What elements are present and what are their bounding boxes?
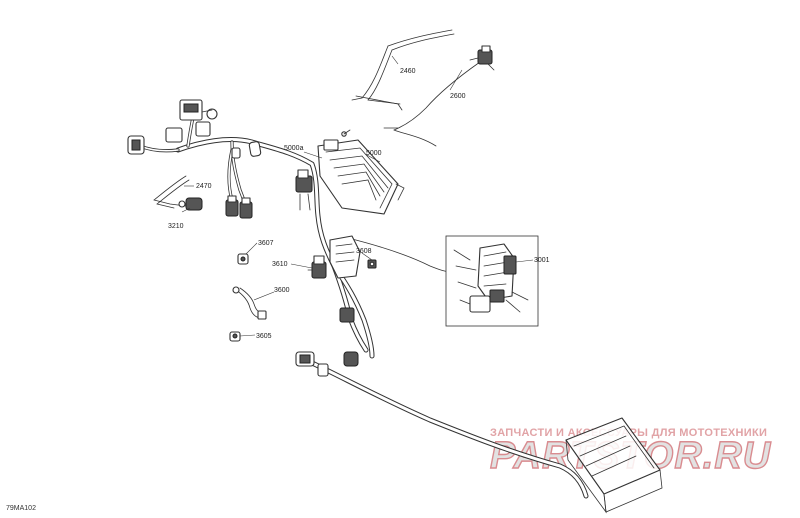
connector-left	[127, 135, 145, 155]
fuse-box-junction	[329, 235, 361, 279]
callout-2600[interactable]: 2600	[450, 93, 466, 100]
screw-5000	[341, 129, 351, 137]
leader-lines	[181, 55, 534, 337]
clip-3608	[367, 259, 377, 269]
connector-5000a-side	[295, 169, 313, 211]
connector-pair	[225, 195, 253, 219]
nut-3607	[237, 253, 249, 265]
figure-code: 79MA102	[6, 505, 36, 512]
callout-3610[interactable]: 3610	[272, 261, 288, 268]
connector-lower-b	[295, 351, 359, 377]
callout-5000a[interactable]: 5000a	[284, 145, 304, 152]
callout-5000[interactable]: 5000	[366, 150, 382, 157]
connector-lower-a	[339, 307, 355, 323]
callout-3001[interactable]: 3001	[534, 257, 550, 264]
callout-3600[interactable]: 3600	[274, 287, 290, 294]
callout-3210[interactable]: 3210	[168, 223, 184, 230]
callout-3607[interactable]: 3607	[258, 240, 274, 247]
sensor-connector-3210	[178, 197, 203, 211]
battery-cable-3600	[232, 286, 267, 320]
callout-3605[interactable]: 3605	[256, 333, 272, 340]
callout-2470[interactable]: 2470	[196, 183, 212, 190]
inset-detail-3001	[445, 235, 539, 327]
callout-2460[interactable]: 2460	[400, 68, 416, 75]
callout-labels: 2460 2600 5000a 5000 2470 3210 3607 3610…	[168, 68, 550, 340]
fuse-holder-3610	[307, 255, 327, 279]
callout-3608[interactable]: 3608	[356, 248, 372, 255]
cable-2600	[383, 45, 495, 147]
ecu-module-5000	[317, 139, 405, 215]
tube-assembly-2460	[351, 29, 455, 111]
harness-grommet	[231, 141, 262, 159]
nut-3605	[229, 331, 241, 342]
battery-tray	[565, 417, 663, 514]
relay-cluster	[165, 99, 218, 143]
